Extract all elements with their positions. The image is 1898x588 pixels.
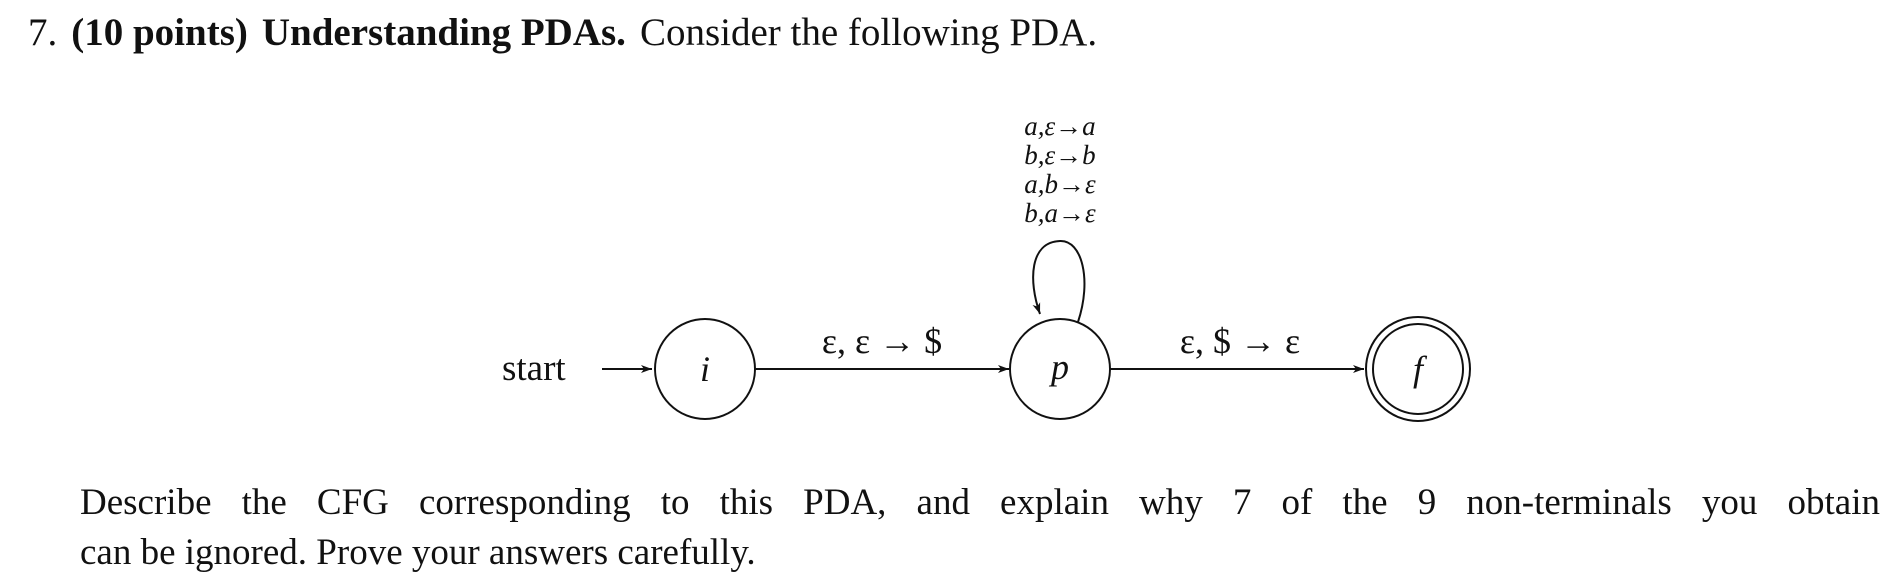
question-body: Describe the CFG corresponding to this P… [80, 478, 1880, 578]
self-loop-arrow [1032, 239, 1086, 323]
self-loop-label-1: a,ε→a [1024, 111, 1095, 141]
transition-i-p-label: ε, ε → $ [822, 321, 942, 361]
question-body-line-1: Describe the CFG corresponding to this P… [80, 482, 1880, 523]
state-f: f [1365, 316, 1471, 422]
start-label: start [502, 348, 566, 389]
question-points: (10 points) [71, 11, 248, 54]
self-loop-labels: a,ε→a b,ε→b a,b→ε b,a→ε [1024, 111, 1096, 228]
self-loop-label-3: a,b→ε [1024, 169, 1096, 199]
state-i-label: i [700, 349, 710, 389]
question-intro: Consider the following PDA. [639, 11, 1098, 54]
transition-p-f-label: ε, $ → ε [1180, 321, 1300, 361]
self-loop-label-2: b,ε→b [1024, 140, 1095, 170]
self-loop-label-4: b,a→ε [1024, 198, 1096, 228]
question-number: 7. [28, 11, 58, 54]
pda-diagram: start i ε, ε → $ p a,ε→a b,ε→b a,b→ε b,a… [502, 111, 1471, 422]
state-p: p [1009, 318, 1111, 420]
question-header: 7. (10 points) Understanding PDAs. Consider… [28, 6, 1097, 60]
question-body-line-2: can be ignored. Prove your answers caref… [80, 532, 756, 573]
state-p-label: p [1048, 347, 1069, 387]
state-i: i [654, 318, 756, 420]
state-f-label: f [1413, 349, 1428, 389]
question-topic: Understanding PDAs. [261, 11, 626, 54]
